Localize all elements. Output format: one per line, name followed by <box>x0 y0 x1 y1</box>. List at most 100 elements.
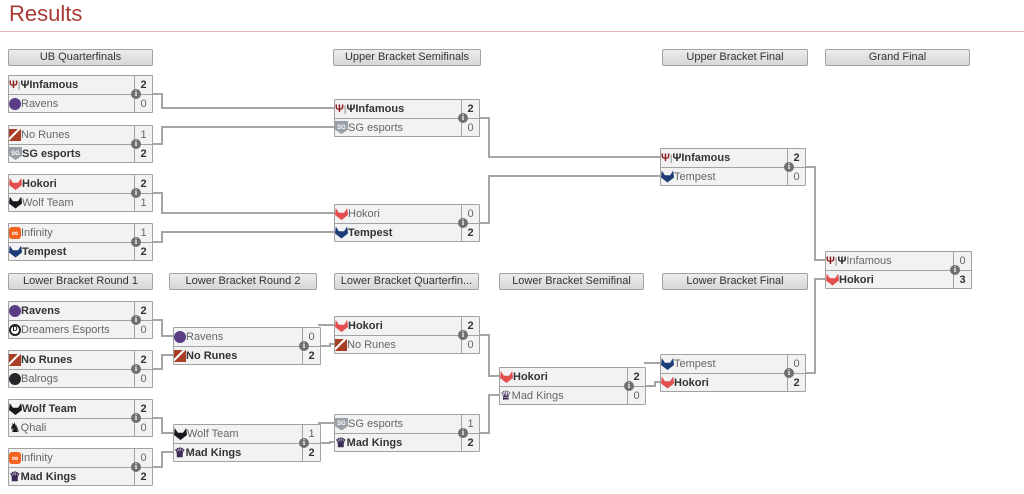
match-info-icon[interactable]: i <box>299 341 309 351</box>
match-info-icon[interactable]: i <box>784 162 794 172</box>
match-info-icon[interactable]: i <box>131 413 141 423</box>
team-logo-sg-esports-icon: SG <box>335 121 348 134</box>
match-info-icon[interactable]: i <box>131 364 141 374</box>
team-score: 2 <box>461 434 479 451</box>
team-logo-wolf-team-icon <box>9 196 22 209</box>
match-info-icon[interactable]: i <box>458 428 468 438</box>
bracket-connector-line <box>153 319 163 321</box>
match-info-icon[interactable]: i <box>950 265 960 275</box>
bracket-connector-line <box>488 156 660 158</box>
team-logo-no-runes-icon <box>335 338 347 351</box>
bracket-connector-line <box>488 175 660 177</box>
match-info-icon[interactable]: i <box>784 368 794 378</box>
match-info-icon[interactable]: i <box>131 139 141 149</box>
round-header: Lower Bracket Semifinal <box>499 273 644 290</box>
team-score: 2 <box>134 400 152 418</box>
team-name: Dreamers Esports <box>21 323 110 336</box>
bracket-connector-line <box>329 441 334 443</box>
team-logo-infamous-icon: Ψ|Ψ <box>826 254 847 267</box>
team-name: SG esports <box>348 418 404 430</box>
match-info-icon[interactable]: i <box>458 330 468 340</box>
bracket-connector-line <box>161 319 163 337</box>
match-info-icon[interactable]: i <box>458 218 468 228</box>
team-score: 2 <box>461 224 479 241</box>
bracket-connector-line <box>329 343 334 345</box>
team-name: Wolf Team <box>187 428 239 440</box>
match-info-icon[interactable]: i <box>624 381 634 391</box>
team-name: Tempest <box>674 170 716 183</box>
team-score: 0 <box>461 119 479 136</box>
team-logo-ravens-icon <box>9 305 21 317</box>
match-info-icon[interactable]: i <box>131 315 141 325</box>
bracket-connector-line <box>329 343 331 347</box>
team-name: Mad Kings <box>346 436 403 449</box>
team-score: 2 <box>302 347 320 364</box>
team-name: No Runes <box>347 338 396 351</box>
match-info-icon[interactable]: i <box>299 438 309 448</box>
team-score: 0 <box>134 370 152 387</box>
match-info-icon[interactable]: i <box>131 188 141 198</box>
bracket-connector-line <box>161 432 173 434</box>
team-logo-sg-esports-icon: SG <box>335 417 348 431</box>
team-logo-mad-kings-icon: ♛ <box>9 469 21 484</box>
match-info-icon[interactable]: i <box>131 462 141 472</box>
match-info-icon[interactable]: i <box>458 113 468 123</box>
match-info-icon[interactable]: i <box>131 237 141 247</box>
round-header: Upper Bracket Final <box>662 49 808 66</box>
team-score: 2 <box>134 243 152 260</box>
team-name: Hokori <box>513 371 548 383</box>
team-logo-ravens-icon <box>9 97 21 110</box>
team-name: No Runes <box>21 354 73 366</box>
team-name: Tempest <box>22 245 67 258</box>
team-name: Infamous <box>846 255 892 267</box>
team-logo-no-runes-icon <box>9 354 21 366</box>
team-name: Ravens <box>21 305 61 317</box>
match-info-icon[interactable]: i <box>131 89 141 99</box>
bracket-connector-line <box>480 432 490 434</box>
team-row[interactable]: Tempest 2 <box>9 242 152 260</box>
